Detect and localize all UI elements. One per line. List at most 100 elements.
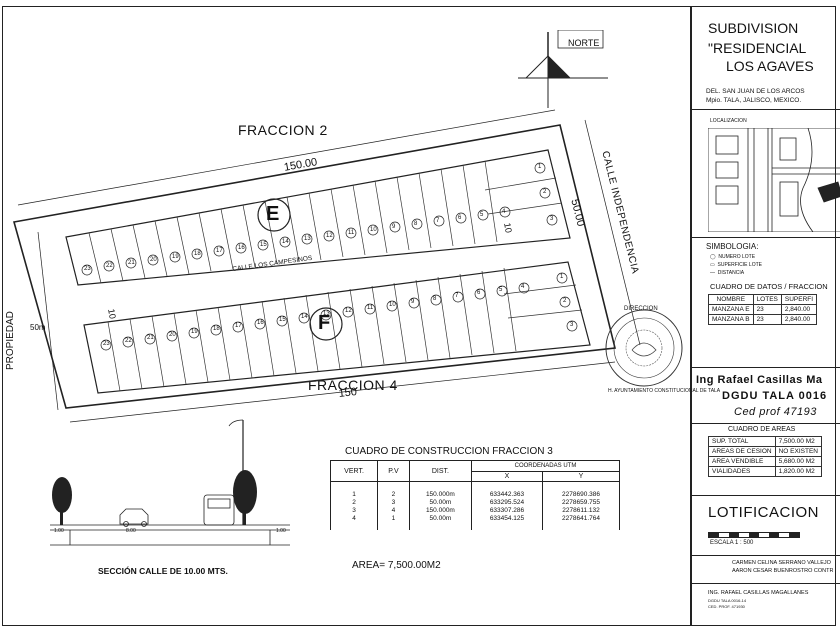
table-cell: 4 xyxy=(329,514,379,522)
col-x: X xyxy=(470,470,544,482)
datos-cell: 2,840.00 xyxy=(780,314,818,325)
lot-number: 7 xyxy=(436,218,440,224)
areas-title: CUADRO DE AREAS xyxy=(728,426,796,433)
lot-number: 19 xyxy=(172,254,179,260)
firm-line-3: CED. PROF. 471930 xyxy=(708,604,745,609)
symbol-lot-number: ◯ NUMERO LOTE xyxy=(710,254,756,260)
areas-cell: AREAS DE CESION xyxy=(708,446,776,457)
lot-number: 16 xyxy=(257,320,264,326)
scale-label: ESCALA 1 : 500 xyxy=(710,540,754,546)
table-spacer xyxy=(329,481,379,490)
lot-number: 14 xyxy=(282,239,289,245)
areas-cell: NO EXISTEN xyxy=(774,446,822,457)
lot-number: 7 xyxy=(455,293,459,299)
areas-cell: AREA VENDIBLE xyxy=(708,456,776,467)
lot-number: 20 xyxy=(150,257,157,263)
title-line-1: SUBDIVISION xyxy=(708,20,799,36)
owner-line-2: AARON CESAR BUENROSTRO CONTR xyxy=(732,568,834,574)
title-section: SUBDIVISION "RESIDENCIAL LOS AGAVES DEL.… xyxy=(692,6,840,110)
section-dim-total: 8.00 xyxy=(126,528,136,534)
lot-number: 10 xyxy=(370,227,377,233)
firm-line-1: ING. RAFAEL CASILLAS MAGALLANES xyxy=(708,590,809,596)
table-cell: 50.00m xyxy=(408,498,472,506)
col-y: Y xyxy=(542,470,620,482)
lot-number: 11 xyxy=(367,305,374,311)
propiedad-label: PROPIEDAD xyxy=(5,311,16,370)
fraccion-4-label: FRACCION 4 xyxy=(308,377,398,393)
symbol-distance-text: DISTANCIA xyxy=(717,270,745,276)
lot-number: 12 xyxy=(345,308,352,314)
manzana-f-label: F xyxy=(318,312,331,334)
table-cell: 2278611.132 xyxy=(542,506,620,514)
table-cell: 633454.125 xyxy=(470,514,544,522)
owner-line-1: CARMEN CELINA SERRANO VALLEJO xyxy=(732,560,831,566)
lot-number: 15 xyxy=(260,242,267,248)
lot-number: 18 xyxy=(194,251,201,257)
manzana-e-block xyxy=(65,149,571,286)
scale-bar xyxy=(708,532,800,538)
symbol-distance: — DISTANCIA xyxy=(710,270,745,276)
dgdu-number: DGDU TALA 0016 xyxy=(722,390,828,402)
location-line-2: Mpio. TALA, JALISCO, MEXICO. xyxy=(706,97,802,104)
lot-number: 9 xyxy=(392,224,396,230)
table-cell: 150.000m xyxy=(408,506,472,514)
title-line-2: "RESIDENCIAL xyxy=(708,40,807,56)
datos-cell: MANZANA B xyxy=(708,314,754,325)
col-vert: VERT. xyxy=(329,460,379,482)
table-cell: 3 xyxy=(329,506,379,514)
construction-table-title: CUADRO DE CONSTRUCCION FRACCION 3 xyxy=(345,446,553,457)
lot-number: 23 xyxy=(84,266,91,272)
localizacion-section: LOCALIZACION xyxy=(692,116,840,238)
symbol-lot-area-text: SUPERFICIE LOTE xyxy=(717,262,762,268)
site-plan: NORTE FRACCION 2 FRACCION 4 xyxy=(5,30,720,576)
table-cell: 150.000m xyxy=(408,490,472,498)
north-arrow-icon xyxy=(518,30,608,108)
lot-number: 2 xyxy=(543,189,547,195)
engineer-name: Ing Rafael Casillas Ma xyxy=(696,374,823,386)
table-cell: 2 xyxy=(377,490,410,498)
dim-bottom: 150 xyxy=(338,386,358,400)
section-caption: SECCIÓN CALLE DE 10.00 MTS. xyxy=(98,566,228,576)
datos-col-nombre: NOMBRE xyxy=(708,294,754,305)
table-cell: 4 xyxy=(377,506,410,514)
localizacion-label: LOCALIZACION xyxy=(710,118,747,124)
table-cell: 2 xyxy=(329,498,379,506)
cedula-number: Ced prof 47193 xyxy=(734,406,817,418)
engineer-section: Ing Rafael Casillas Ma DGDU TALA 0016 Ce… xyxy=(692,368,840,424)
datos-col-superficie: SUPERFI xyxy=(780,294,818,305)
table-cell: 1 xyxy=(377,514,410,522)
lot-number: 16 xyxy=(238,245,245,251)
areas-cell: SUP. TOTAL xyxy=(708,436,776,447)
datos-cell: MANZANA E xyxy=(708,304,754,315)
table-cell: 2278641.764 xyxy=(542,514,620,522)
table-cell: 633307.286 xyxy=(470,506,544,514)
section-dim-right: 1.00 xyxy=(276,528,286,534)
lotificacion-section: LOTIFICACION ESCALA 1 : 500 xyxy=(692,496,840,556)
col-coord-header: COORDENADAS UTM xyxy=(470,460,621,472)
lot-number: 17 xyxy=(235,323,242,329)
lot-number: 11 xyxy=(348,230,355,236)
lot-number: 3 xyxy=(550,216,554,222)
lot-number: 22 xyxy=(106,263,113,269)
table-cell: 50.00m xyxy=(408,514,472,522)
lot-number: 4 xyxy=(502,209,506,215)
firm-section: ING. RAFAEL CASILLAS MAGALLANES DGDU TAL… xyxy=(692,584,840,626)
table-cell: 633442.363 xyxy=(470,490,544,498)
owner-section: CARMEN CELINA SERRANO VALLEJO AARON CESA… xyxy=(692,556,840,584)
lot-number: 5 xyxy=(480,212,484,218)
table-cell: 1 xyxy=(329,490,379,498)
table-cell: 2278690.386 xyxy=(542,490,620,498)
dim-left: 50m xyxy=(30,323,46,332)
fraccion-2-label: FRACCION 2 xyxy=(238,122,328,138)
street-section-drawing xyxy=(50,419,290,546)
manzana-f-block xyxy=(83,261,591,394)
